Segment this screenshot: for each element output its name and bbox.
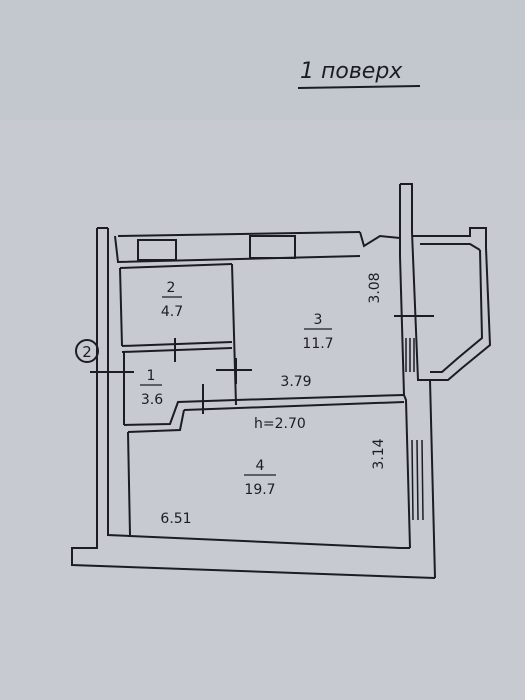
dimension-room3-bottom: 3.79	[280, 374, 311, 390]
balcony-inner	[430, 249, 484, 373]
balcony-top	[412, 227, 487, 248]
right-wall-room3-inner	[399, 255, 405, 396]
room2-left	[119, 267, 123, 347]
windows	[405, 338, 424, 521]
room-4-number: 4	[256, 458, 265, 474]
top-wall-outer	[117, 231, 361, 237]
room-1-number: 1	[147, 368, 156, 384]
room3-room4-partition-2	[183, 401, 405, 411]
floor-label: 1 поверх	[300, 59, 403, 84]
right-wall-room4-inner	[403, 394, 411, 549]
paper-top-shade	[0, 0, 525, 120]
room-3-area: 11.7	[302, 336, 333, 352]
room1-bottom-inner	[127, 409, 185, 433]
window-room4-line2	[416, 439, 419, 521]
ventilation-block-2	[249, 235, 296, 259]
ventilation-block-1	[137, 239, 177, 261]
balcony-top-inner	[420, 243, 481, 251]
room2-bottom-2	[121, 347, 233, 353]
room-4-area: 19.7	[244, 482, 275, 498]
room-3-number: 3	[314, 312, 323, 328]
outer-wall-left-bottom	[71, 228, 436, 579]
ceiling-height: h=2.70	[254, 416, 306, 432]
balcony-outer	[430, 247, 492, 381]
room2-bottom	[121, 341, 233, 347]
axis-marker-circle	[75, 339, 99, 363]
shaft-top	[400, 183, 413, 232]
dimension-room4-right: 3.14	[371, 438, 387, 469]
room-4-label: 4 19.7	[244, 458, 276, 498]
door-ticks	[90, 315, 434, 414]
room3-room4-partition	[235, 394, 405, 401]
right-wall-room4-outer	[429, 379, 436, 579]
room-2-area: 4.7	[161, 304, 183, 320]
room-2-label: 2 4.7	[161, 280, 183, 320]
room4-left	[127, 431, 131, 536]
window-room4-line1	[411, 439, 414, 521]
room-3-label: 3 11.7	[302, 312, 333, 352]
inner-wall-left-bottom	[107, 228, 410, 549]
room-1-area: 3.6	[141, 392, 163, 408]
room1-bottom	[123, 399, 237, 426]
dimension-room3-right: 3.08	[367, 272, 383, 303]
room-2-number: 2	[167, 280, 176, 296]
room2-top	[119, 263, 233, 269]
dimension-room4-bottom: 6.51	[160, 511, 191, 527]
floor-label-underline	[297, 85, 421, 89]
axis-marker-label: 2	[82, 343, 92, 361]
window-room4-line3	[421, 439, 424, 521]
right-wall-room3-outer	[411, 231, 430, 381]
walls	[71, 183, 492, 579]
room-1-label: 1 3.6	[140, 368, 163, 408]
shaft-notch	[359, 231, 401, 248]
